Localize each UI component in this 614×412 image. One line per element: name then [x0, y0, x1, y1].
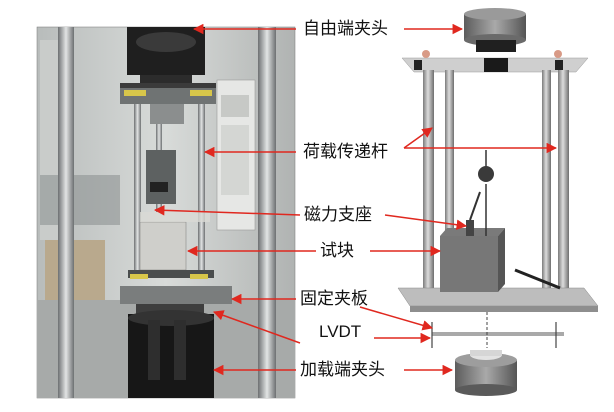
- photo-loading-clamp: [128, 314, 214, 398]
- render-free-end-clamp: [464, 8, 526, 52]
- label-fixed-clamp-plate: 固定夹板: [300, 289, 368, 309]
- photo-specimen: [139, 221, 187, 271]
- label-load-transfer-rod: 荷载传递杆: [303, 142, 388, 162]
- render-rod: [558, 70, 569, 295]
- render-rod: [423, 70, 434, 295]
- photo-fixed-plate: [120, 286, 232, 304]
- render-specimen: [440, 236, 498, 292]
- machine-column: [58, 27, 74, 398]
- callout-arrows: [153, 23, 558, 376]
- machine-column: [258, 27, 276, 398]
- photo-rod: [198, 104, 205, 274]
- label-specimen: 试块: [320, 241, 354, 261]
- render-lvdt: [432, 332, 564, 336]
- label-magnetic-base: 磁力支座: [304, 205, 372, 225]
- label-free-end-clamp: 自由端夹头: [303, 19, 388, 39]
- photo-rod: [134, 104, 141, 274]
- render-magnetic-base: [466, 220, 474, 236]
- label-loading-end-clamp: 加载端夹头: [300, 360, 385, 380]
- render-loading-end-clamp: [455, 350, 517, 396]
- label-lvdt: LVDT: [319, 322, 362, 341]
